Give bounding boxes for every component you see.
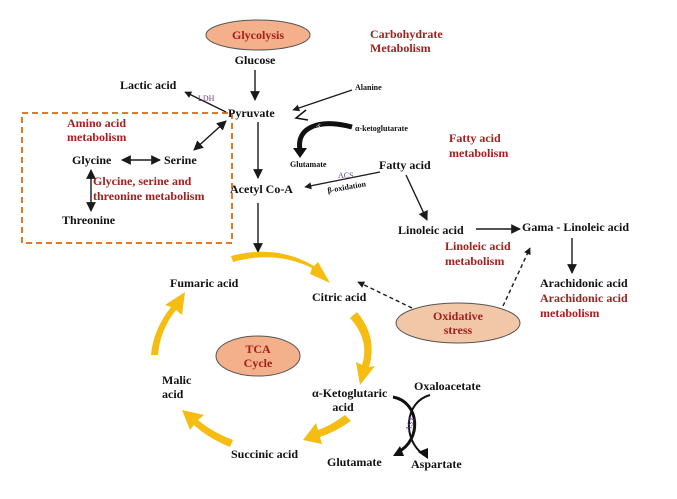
- serine-label: Serine: [164, 153, 197, 167]
- tca-cycle-ellipse: [215, 335, 301, 377]
- gst-metabolism-line2: threonine metabolism: [93, 189, 204, 203]
- arrow-fattyacid-acetylcoa: [304, 171, 381, 190]
- alt-curved-arrow: [297, 121, 353, 151]
- pyruvate-label: Pyruvate: [228, 106, 275, 120]
- carbohydrate-metabolism-line2: Metabolism: [370, 41, 431, 55]
- ast-curve-right: [408, 394, 431, 456]
- acetyl-coa-label: Acetyl Co-A: [230, 182, 293, 196]
- gama-linoleic-acid-label: Gama - Linoleic acid: [522, 220, 629, 234]
- fatty-acid-metabolism-line1: Fatty acid: [449, 131, 501, 145]
- carbohydrate-metabolism-line1: Carbohydrate: [370, 27, 443, 41]
- oxaloacetate-label: Oxaloacetate: [414, 379, 481, 393]
- tca-arrow-citric-ketoglutaric: [350, 312, 375, 385]
- ast-curve-left: [392, 395, 417, 454]
- malic-acid-label-line1: Malic: [162, 373, 192, 387]
- arachidonic-metabolism-line2: metabolism: [540, 306, 599, 320]
- arrow-alanine-pyruvate: [292, 89, 353, 112]
- arrow-fattyacid-linoleic: [405, 174, 428, 221]
- a-ketoglutaric-label-line1: α-Ketoglutaric: [312, 386, 388, 400]
- acs-enzyme-label: ACS: [338, 171, 354, 180]
- fumaric-acid-label: Fumaric acid: [170, 276, 239, 290]
- glycine-label: Glycine: [72, 153, 112, 167]
- fatty-acid-label: Fatty acid: [379, 158, 431, 172]
- oxidative-label-line2: stress: [444, 323, 473, 337]
- oxidative-label-line1: Oxidative: [433, 309, 484, 323]
- fatty-acid-metabolism-line2: metabolism: [449, 146, 508, 160]
- arrow-oxidative-citric: [357, 281, 413, 309]
- alanine-label: Alanine: [355, 83, 382, 92]
- threonine-label: Threonine: [62, 213, 116, 227]
- ast-arrowhead-left: [393, 446, 404, 456]
- tca-arrow-malic-fumaric: [151, 292, 185, 355]
- amino-acid-metabolism-line2: metabolism: [67, 130, 126, 144]
- linoleic-metabolism-line2: metabolism: [445, 254, 504, 268]
- linoleic-acid-label: Linoleic acid: [398, 223, 464, 237]
- arrow-serine-pyruvate: [193, 120, 227, 151]
- glycolysis-label: Glycolysis: [232, 28, 284, 42]
- a-ketoglutaric-label-line2: acid: [332, 400, 354, 414]
- alt-arrowhead: [293, 148, 307, 158]
- linoleic-metabolism-line1: Linoleic acid: [445, 239, 511, 253]
- amino-acid-metabolism-line1: Amino acid: [67, 116, 126, 130]
- malic-acid-label-line2: acid: [162, 387, 184, 401]
- tca-arrow-fumaric-citric: [231, 251, 330, 283]
- tca-label-line2: Cycle: [244, 356, 273, 370]
- tca-arrow-ketoglutaric-succinic: [303, 415, 351, 444]
- lactic-acid-label: Lactic acid: [120, 78, 177, 92]
- glycolysis-ellipse: [205, 19, 311, 51]
- ldh-enzyme-label: LDH: [198, 94, 215, 103]
- arachidonic-metabolism-line1: Arachidonic acid: [540, 291, 628, 305]
- amino-acid-region-box: [21, 112, 233, 244]
- arrow-oxidative-gama: [502, 247, 531, 307]
- tca-arrow-succinic-malic: [182, 410, 233, 447]
- arachidonic-acid-label: Arachidonic acid: [540, 276, 628, 290]
- tca-label-line1: TCA: [245, 342, 271, 356]
- oxidative-stress-ellipse: [395, 302, 521, 344]
- alt-small-arrowhead: [294, 109, 309, 121]
- arrow-pyruvate-lactic: [184, 91, 227, 113]
- glutamate-bottom-label: Glutamate: [327, 455, 382, 469]
- gst-metabolism-line1: Glycine, serine and: [93, 174, 192, 188]
- a-ketoglutarate-label: α-ketoglutarate: [355, 124, 408, 133]
- aspartate-label: Aspartate: [411, 457, 462, 471]
- tca-cycle-arrows: [151, 251, 375, 447]
- citric-acid-label: Citric acid: [312, 290, 367, 304]
- glucose-label: Glucose: [235, 53, 276, 67]
- succinic-acid-label: Succinic acid: [231, 447, 298, 461]
- glutamate-top-label: Glutamate: [290, 160, 327, 169]
- ast-arrowhead-right: [418, 448, 428, 459]
